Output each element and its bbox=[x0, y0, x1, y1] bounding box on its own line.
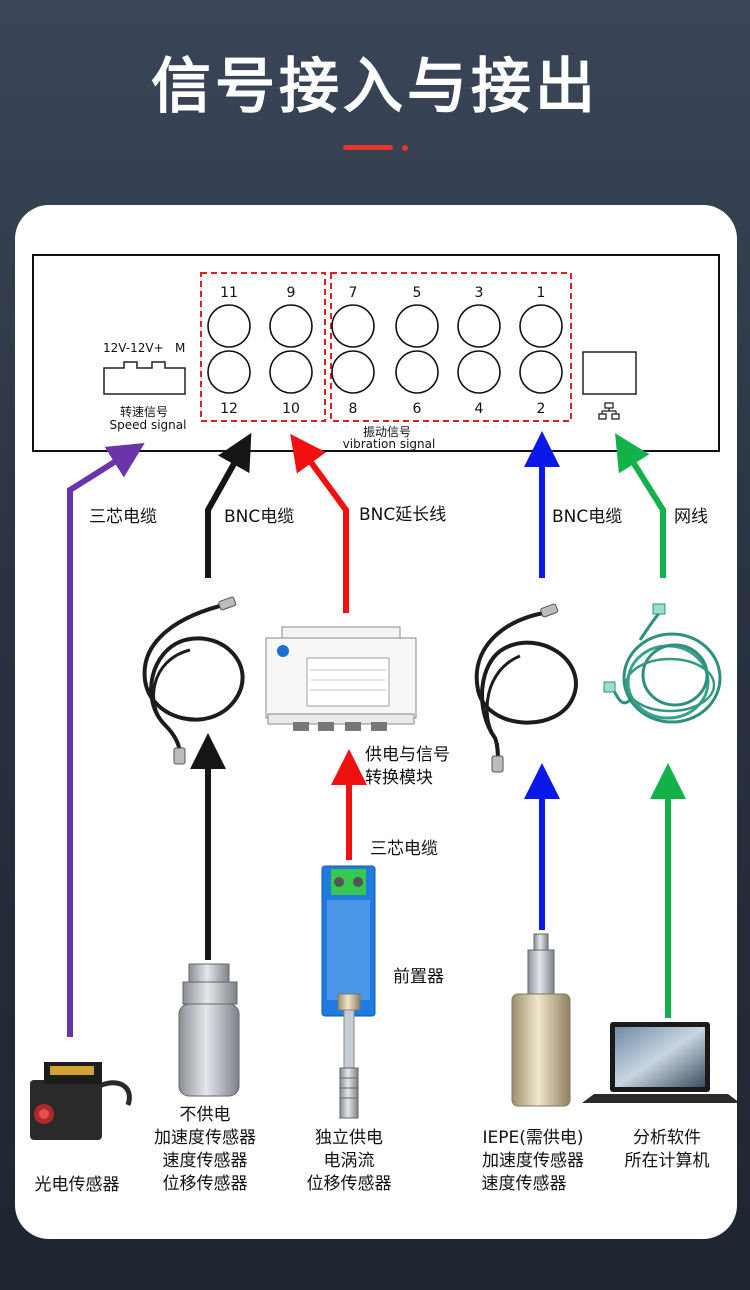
unpowered-label: 不供电 bbox=[180, 1105, 231, 1125]
speed-port-group bbox=[200, 272, 326, 422]
bnc-port-10[interactable] bbox=[269, 350, 313, 394]
analysis-software-label: 分析软件 bbox=[633, 1128, 701, 1148]
iepe-accelerometer-label: 加速度传感器 bbox=[482, 1151, 584, 1171]
eddy-displacement-label: 位移传感器 bbox=[307, 1174, 392, 1194]
port-number: 4 bbox=[475, 401, 484, 417]
network-icon bbox=[598, 402, 620, 420]
bnc-port-3[interactable] bbox=[457, 304, 501, 348]
bnc-cable-label: BNC电缆 bbox=[224, 507, 294, 527]
speed-signal-label-en: Speed signal bbox=[110, 418, 187, 432]
port-number: 6 bbox=[413, 401, 422, 417]
iepe-velocity-label: 速度传感器 bbox=[482, 1174, 567, 1194]
eddy-current-probe-icon bbox=[337, 993, 361, 1119]
three-core-cable-label: 三芯电缆 bbox=[89, 507, 157, 527]
ethernet-port[interactable] bbox=[582, 351, 637, 395]
bnc-extension-label: BNC延长线 bbox=[359, 505, 446, 525]
title-underline bbox=[343, 145, 393, 150]
title-dot bbox=[402, 145, 408, 151]
port-number: 8 bbox=[349, 401, 358, 417]
preamp-icon bbox=[321, 865, 376, 1017]
network-cable-arrow bbox=[615, 433, 666, 578]
bnc-cable-icon bbox=[474, 603, 578, 773]
vibration-signal-label-cn: 振动信号 bbox=[363, 425, 411, 439]
photoelectric-sensor-label: 光电传感器 bbox=[35, 1175, 120, 1195]
bnc-cable-label-2: BNC电缆 bbox=[552, 507, 622, 527]
accelerometer-sensor-icon bbox=[178, 963, 240, 1097]
port-number: 12 bbox=[220, 401, 238, 417]
port-number: 2 bbox=[537, 401, 546, 417]
computer-label: 所在计算机 bbox=[625, 1151, 710, 1171]
power-label: 12V-12V+ bbox=[103, 341, 164, 355]
bnc-port-11[interactable] bbox=[207, 304, 251, 348]
bnc-cable-icon bbox=[142, 596, 245, 765]
bnc-port-9[interactable] bbox=[269, 304, 313, 348]
bnc-cable-arrow-left bbox=[205, 432, 252, 578]
eddy-current-label: 电涡流 bbox=[324, 1151, 375, 1171]
bnc-port-4[interactable] bbox=[457, 350, 501, 394]
port-number: 10 bbox=[282, 401, 300, 417]
bnc-port-2[interactable] bbox=[519, 350, 563, 394]
port-number: 1 bbox=[537, 285, 546, 301]
bnc-port-8[interactable] bbox=[331, 350, 375, 394]
bnc-ports bbox=[207, 304, 563, 394]
accelerometer-label: 加速度传感器 bbox=[154, 1128, 256, 1148]
bnc-port-7[interactable] bbox=[331, 304, 375, 348]
vibration-port-group bbox=[330, 272, 572, 422]
port-number: 9 bbox=[287, 285, 296, 301]
page-title: 信号接入与接出 bbox=[151, 52, 599, 122]
bnc-port-12[interactable] bbox=[207, 350, 251, 394]
signal-conversion-module-icon bbox=[265, 626, 417, 731]
bnc-port-6[interactable] bbox=[395, 350, 439, 394]
speed-cable-arrow bbox=[67, 443, 145, 1037]
preamp-label: 前置器 bbox=[393, 967, 444, 987]
bnc-extension-arrow bbox=[290, 433, 349, 613]
vibration-signal-label-en: vibration signal bbox=[343, 437, 436, 451]
network-cable-label: 网线 bbox=[674, 507, 708, 527]
independent-power-label: 独立供电 bbox=[315, 1128, 383, 1148]
photoelectric-sensor-icon bbox=[30, 1062, 132, 1140]
port-number: 7 bbox=[349, 285, 358, 301]
displacement-sensor-label: 位移传感器 bbox=[163, 1174, 248, 1194]
port-number: 11 bbox=[220, 285, 238, 301]
power-connector bbox=[103, 361, 186, 395]
speed-signal-label-cn: 转速信号 bbox=[120, 404, 168, 419]
bnc-port-5[interactable] bbox=[395, 304, 439, 348]
velocity-sensor-label: 速度传感器 bbox=[163, 1151, 248, 1171]
module-label-line2: 转换模块 bbox=[365, 768, 433, 788]
m-label: M bbox=[175, 341, 185, 355]
port-number: 5 bbox=[413, 285, 422, 301]
bnc-port-1[interactable] bbox=[519, 304, 563, 348]
network-cable-icon bbox=[603, 603, 722, 724]
iepe-sensor-icon bbox=[511, 933, 571, 1107]
port-number: 3 bbox=[475, 285, 484, 301]
laptop-icon bbox=[582, 1022, 740, 1103]
iepe-label: IEPE(需供电) bbox=[482, 1128, 583, 1148]
module-label-line1: 供电与信号 bbox=[365, 745, 450, 765]
three-core-cable-label-2: 三芯电缆 bbox=[370, 839, 438, 859]
